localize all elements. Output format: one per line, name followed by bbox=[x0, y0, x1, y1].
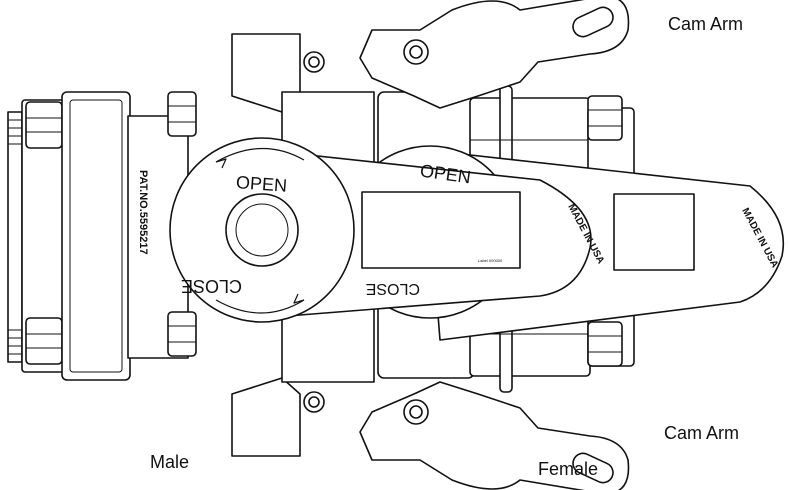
handle-left bbox=[169, 137, 592, 323]
engraving-patent: PAT.NO.5595217 bbox=[137, 170, 149, 255]
male-housing bbox=[61, 91, 131, 381]
engraving-close-right: CLOSE bbox=[366, 280, 420, 297]
pin-bottom bbox=[303, 391, 325, 413]
pin-top bbox=[303, 51, 325, 73]
male-bolt-bottom bbox=[25, 317, 63, 365]
male-end-thread bbox=[7, 111, 23, 363]
handle-left-bore bbox=[225, 193, 299, 267]
engraving-open-left: OPEN bbox=[235, 172, 287, 196]
bracket-bottom-left bbox=[231, 377, 301, 457]
handle-right-plate bbox=[613, 193, 695, 271]
label-male: Male bbox=[150, 452, 190, 472]
male-coupler-body bbox=[7, 91, 197, 381]
cam-arm-bottom-hole bbox=[572, 452, 614, 484]
close-arrow bbox=[215, 299, 305, 314]
cam-arm-top-hole bbox=[572, 6, 614, 38]
label-plate bbox=[361, 191, 521, 269]
male-bolt-top bbox=[25, 101, 63, 149]
engraving-label-id: Label 000000 bbox=[478, 258, 503, 263]
label-female: Female bbox=[538, 459, 599, 479]
pin-top-right bbox=[403, 39, 429, 65]
label-cam-arm-bottom: Cam Arm bbox=[664, 423, 740, 443]
engraving-close-left: CLOSE bbox=[181, 276, 242, 296]
label-cam-arm-top: Cam Arm bbox=[668, 14, 744, 34]
open-arrow bbox=[215, 147, 305, 163]
female-bolt-top bbox=[587, 95, 623, 141]
cam-arm-top bbox=[359, 0, 630, 109]
male-sleeve-bolt-top bbox=[167, 91, 197, 137]
male-sleeve-bolt-bottom bbox=[167, 311, 197, 357]
pin-bottom-right bbox=[403, 399, 429, 425]
female-bolt-bottom bbox=[587, 321, 623, 367]
